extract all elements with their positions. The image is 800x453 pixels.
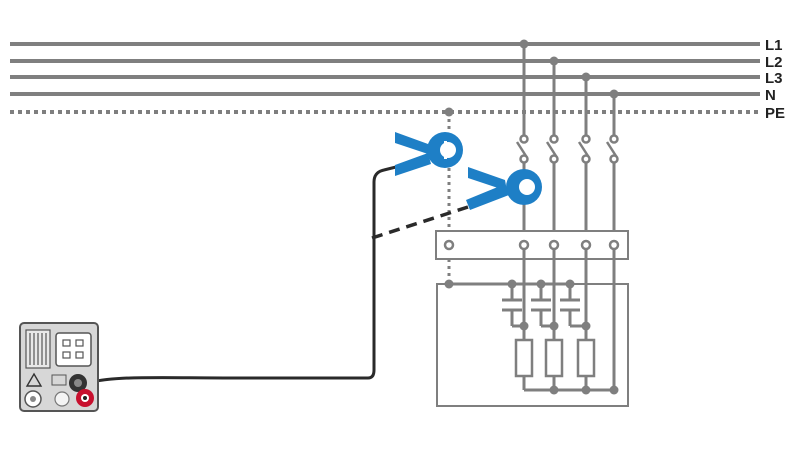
resistor-1 [514, 338, 534, 378]
internal-junctions [444, 279, 619, 395]
instrument-icon [19, 322, 99, 412]
warning-triangle-icon [25, 372, 43, 387]
terminal-l1 [518, 239, 530, 251]
capacitors [502, 298, 580, 312]
switches [515, 134, 619, 164]
terminal-l3 [580, 239, 592, 251]
supply-conductors [10, 42, 760, 114]
measurement-lead [79, 164, 401, 387]
capacitor-2 [531, 298, 551, 312]
label-pe: PE [765, 105, 785, 122]
current-clamp-icon [466, 167, 542, 210]
label-n: N [765, 87, 776, 104]
capacitor-3 [560, 298, 580, 312]
switch-l1 [515, 134, 529, 164]
label-l2: L2 [765, 54, 783, 71]
switch-n [605, 134, 619, 164]
label-l3: L3 [765, 70, 783, 87]
switch-l3 [577, 134, 591, 164]
terminal-block [435, 230, 629, 260]
phase-taps [522, 44, 616, 136]
terminal-pe [443, 239, 455, 251]
capacitor-1 [502, 298, 522, 312]
resistor-2 [544, 338, 564, 378]
switch-l2 [545, 134, 559, 164]
connector-socket [55, 332, 92, 367]
terminal-n [608, 239, 620, 251]
resistor-3 [576, 338, 596, 378]
resistors [514, 338, 596, 378]
label-l1: L1 [765, 37, 783, 54]
current-clamp-icon [395, 132, 463, 176]
tap-junctions [444, 39, 619, 117]
terminal-l2 [548, 239, 560, 251]
